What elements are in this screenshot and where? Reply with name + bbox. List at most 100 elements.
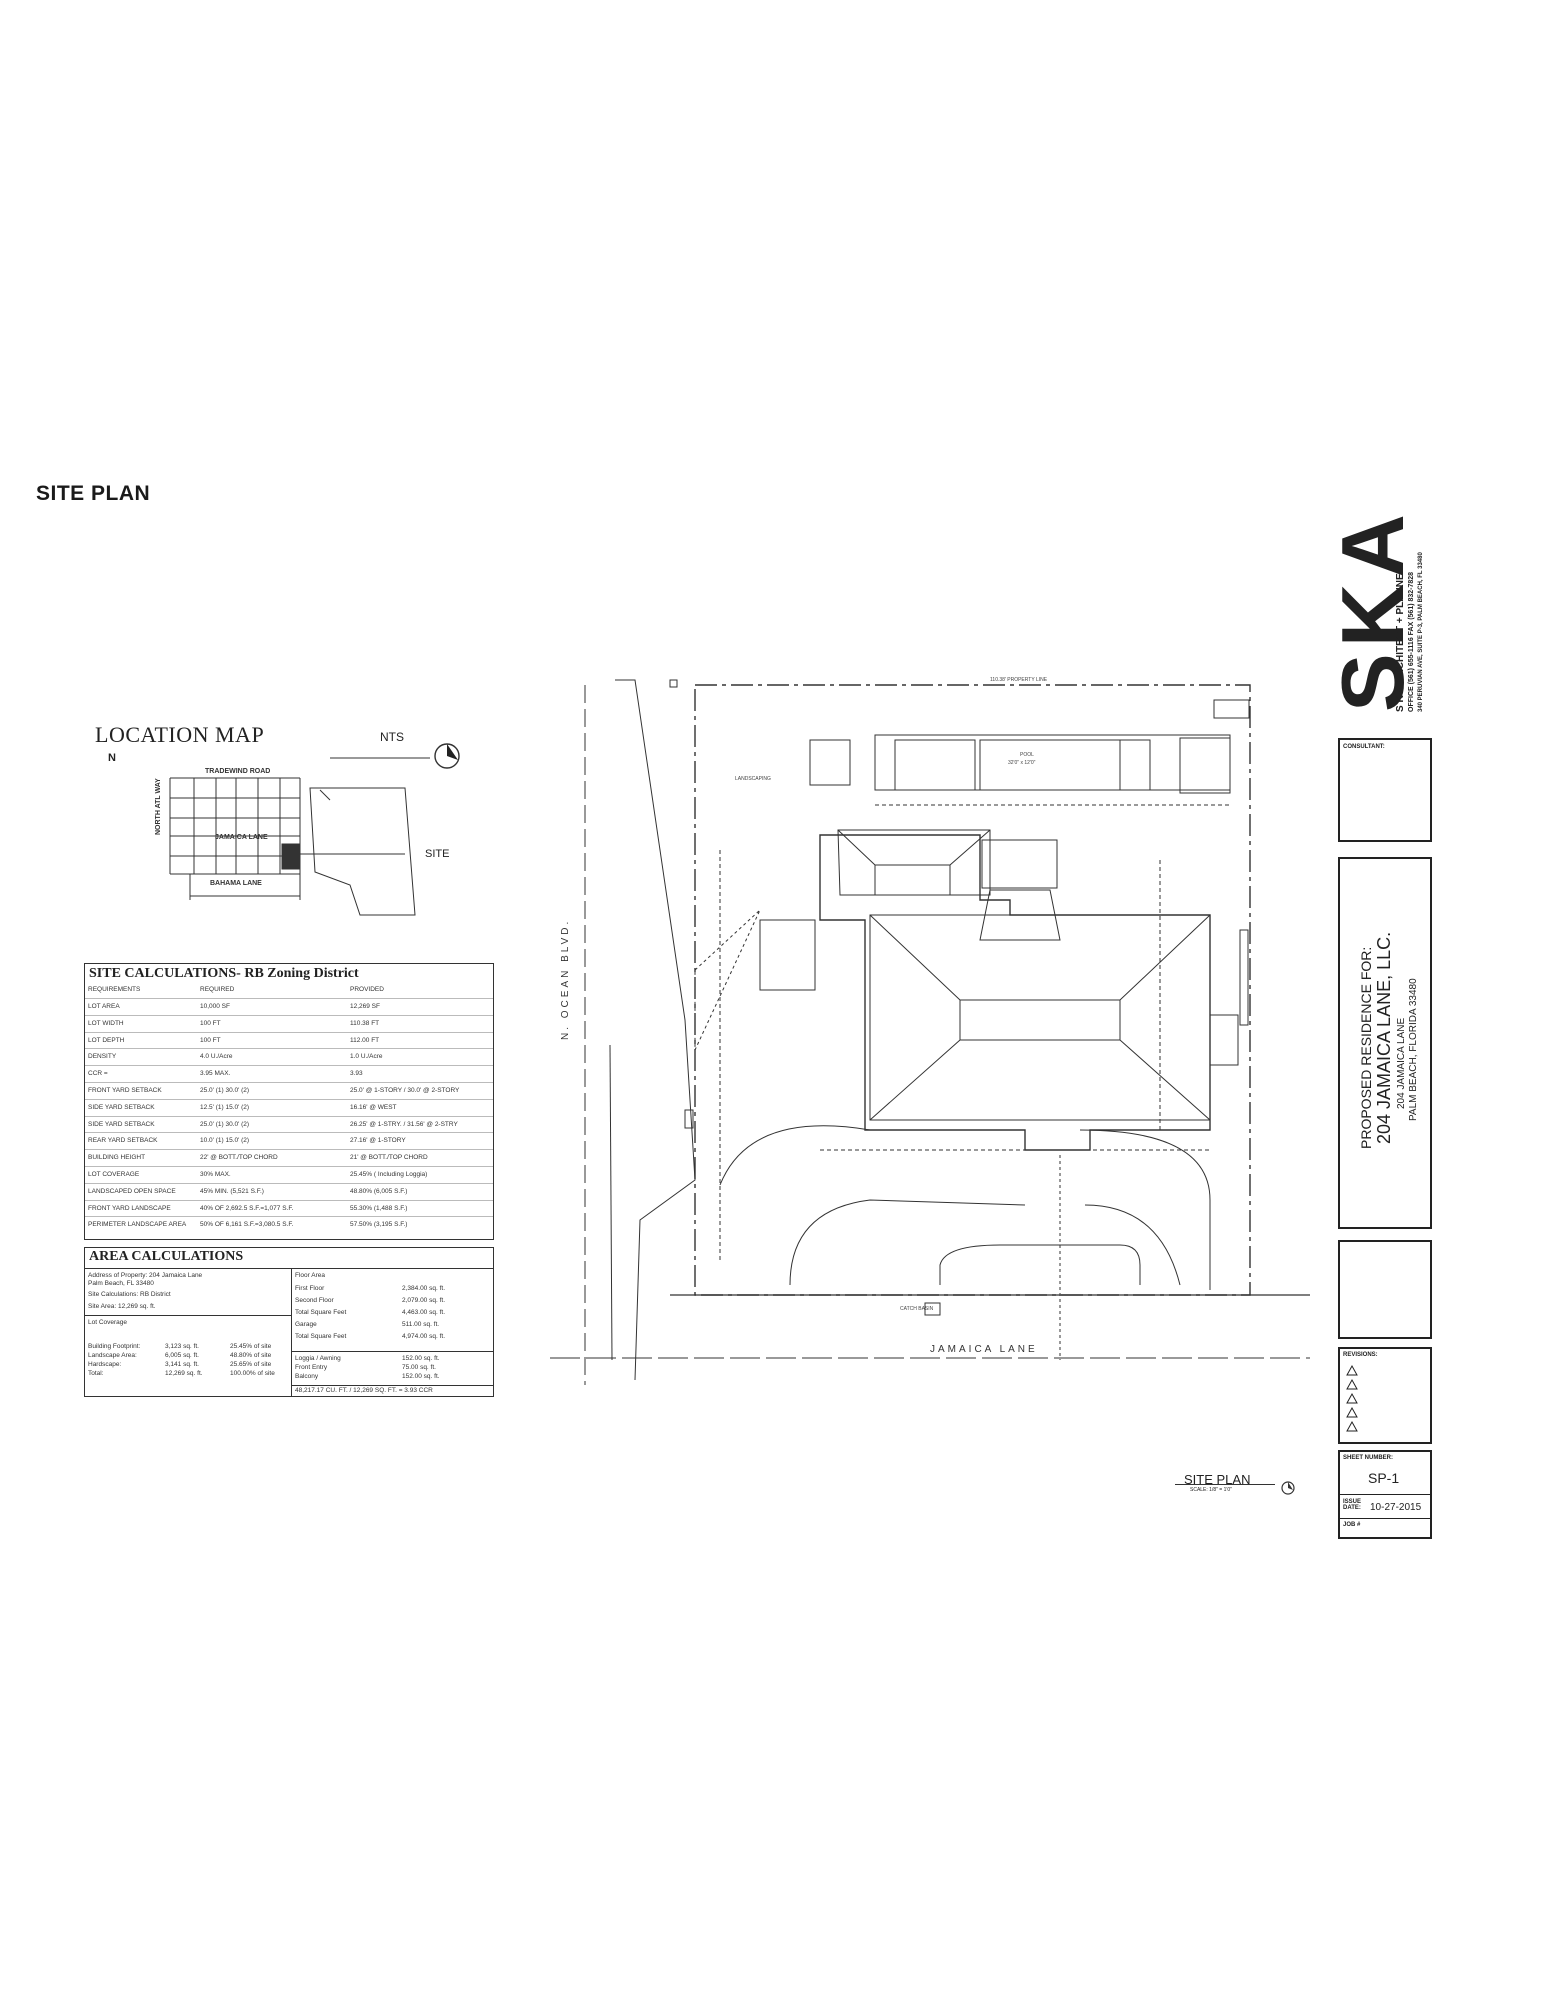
required-cell: 12.5' (1) 15.0' (2) [200,1103,250,1111]
floor-area-cell: 2,384.00 sq. ft. [402,1285,446,1292]
requirement-cell: LOT COVERAGE [88,1171,140,1178]
header-provided: PROVIDED [350,986,384,993]
coverage-cell: Landscape Area: [88,1352,137,1359]
site-plan-drawing: N. OCEAN BLVD. JAMAICA LANE POOL 32'0" x… [550,677,1310,1385]
requirement-cell: LANDSCAPED OPEN SPACE [88,1187,176,1195]
project-heading: PROPOSED RESIDENCE FOR: [1358,946,1374,1149]
loggia-cell: 152.00 sq. ft. [402,1355,440,1362]
project-name: 204 JAMAICA LANE, LLC. [1374,931,1394,1144]
header-requirements: REQUIREMENTS [88,986,141,993]
street-north-ocean: N. OCEAN BLVD. [560,919,571,1040]
property-line-label: 110.38' PROPERTY LINE [990,677,1048,683]
north-arrow-icon [330,743,460,769]
loggia-cell: Balcony [295,1373,319,1380]
site-calculations-table: SITE CALCULATIONS- RB Zoning District RE… [84,963,494,1240]
requirement-cell: FRONT YARD SETBACK [88,1087,162,1094]
requirement-cell: SIDE YARD SETBACK [88,1103,155,1111]
project-address1: 204 JAMAICA LANE [1396,1017,1407,1109]
provided-cell: 27.16' @ 1-STORY [350,1137,406,1145]
required-cell: 45% MIN. (5,521 S.F.) [200,1187,264,1195]
job-number-label: JOB # [1343,1522,1361,1528]
table-row: PERIMETER LANDSCAPE AREA 50% OF 6,161 S.F… [85,1216,493,1233]
location-map-diagram [169,777,416,916]
coverage-cell: 48.80% of site [230,1352,272,1359]
page-title: SITE PLAN [36,482,151,505]
provided-cell: 3.93 [350,1070,363,1078]
firm-address: 340 PERUVIAN AVE, SUITE P-3, PALM BEACH,… [1418,552,1424,712]
issue-date-label: ISSUE DATE: [1343,1499,1362,1511]
area-left-panel: Address of Property: 204 Jamaica Lane Pa… [85,1268,292,1397]
consultant-label: CONSULTANT: [1343,744,1385,750]
location-map-scale: NTS [380,730,404,744]
coverage-cell: 25.45% of site [230,1343,272,1350]
provided-cell: 48.80% (6,005 S.F.) [350,1187,408,1195]
area-calculations-table: AREA CALCULATIONS Address of Property: 2… [84,1247,494,1397]
site-area-line: Site Area: 12,269 sq. ft. [88,1303,156,1310]
header-required: REQUIRED [200,986,235,993]
requirement-cell: LOT WIDTH [88,1019,124,1027]
provided-cell: 25.45% ( Including Loggia) [350,1171,428,1178]
ccr-line: 48,217.17 CU. FT. / 12,269 SQ. FT. = 3.9… [295,1387,433,1394]
catch-basin-label: CATCH BASIN [900,1306,934,1312]
requirement-cell: REAR YARD SETBACK [88,1137,158,1145]
table-row: SIDE YARD SETBACK 12.5' (1) 15.0' (2) 16.1… [85,1098,493,1116]
floor-area-cell: 2,079.00 sq. ft. [402,1297,446,1304]
revisions-label: REVISIONS: [1343,1352,1378,1358]
floor-area-cell: 511.00 sq. ft. [402,1321,440,1328]
provided-cell: 1.0 U./Acre [350,1053,383,1061]
required-cell: 22' @ BOTT./TOP CHORD [200,1154,278,1162]
street-bahama: BAHAMA LANE [210,880,262,887]
requirement-cell: PERIMETER LANDSCAPE AREA [88,1221,187,1229]
table-row: CCR =3.95 MAX.3.93 [85,1065,493,1082]
required-cell: 100 FT [200,1036,221,1044]
loggia-cell: Loggia / Awning [295,1355,341,1362]
provided-cell: 26.25' @ 1-STRY. / 31.56' @ 2-STRY [350,1120,458,1128]
address-line2: Palm Beach, FL 33480 [88,1280,154,1287]
firm-name: S K A ARCHITECT + PLANNER [1395,566,1406,712]
loggia-cell: Front Entry [295,1364,328,1371]
drawing-title: SITE PLAN [1184,1472,1251,1487]
coverage-cell: 6,005 sq. ft. [165,1352,199,1359]
provided-cell: 16.16' @ WEST [350,1103,397,1111]
floor-area-cell: Garage [295,1321,317,1328]
table-row: LANDSCAPED OPEN SPACE 45% MIN. (5,521 S.F… [85,1182,493,1200]
provided-cell: 55.30% (1,488 S.F.) [350,1204,408,1212]
project-box: PROPOSED RESIDENCE FOR: 204 JAMAICA LANE… [1338,857,1432,1229]
consultant-box: CONSULTANT: [1338,738,1432,842]
coverage-cell: 100.00% of site [230,1370,275,1377]
coverage-cell: 3,123 sq. ft. [165,1343,199,1350]
revision-triangles-icon [1346,1364,1358,1432]
required-cell: 40% OF 2,692.5 S.F.=1,077 S.F. [200,1204,294,1212]
street-tradewind: TRADEWIND ROAD [205,768,271,775]
coverage-cell: Building Footprint: [88,1343,141,1350]
drawing-scale: SCALE: 1/8" = 1'0" [1190,1487,1232,1493]
street-jamaica: JAMAICA LANE [215,834,268,841]
requirement-cell: SIDE YARD SETBACK [88,1120,155,1128]
requirement-cell: LOT DEPTH [88,1036,125,1044]
required-cell: 3.95 MAX. [200,1070,231,1078]
issue-date: 10-27-2015 [1370,1502,1422,1513]
lot-coverage-heading: Lot Coverage [88,1319,128,1326]
site-label: SITE [425,848,450,860]
required-cell: 25.0' (1) 30.0' (2) [200,1120,250,1128]
required-cell: 4.0 U./Acre [200,1053,233,1061]
location-map-title: LOCATION MAP [95,722,265,747]
street-jamaica-lane: JAMAICA LANE [930,1344,1038,1355]
coverage-cell: 12,269 sq. ft. [165,1370,203,1377]
north-label: N [108,752,116,764]
floor-area-cell: 4,463.00 sq. ft. [402,1309,446,1316]
north-arrow-small-icon [1281,1481,1295,1495]
required-cell: 10,000 SF [200,1003,230,1010]
required-cell: 25.0' (1) 30.0' (2) [200,1087,250,1094]
coverage-cell: Hardscape: [88,1361,122,1368]
requirement-cell: FRONT YARD LANDSCAPE [88,1204,171,1212]
project-address2: PALM BEACH, FLORIDA 33480 [1408,978,1419,1121]
loggia-cell: 152.00 sq. ft. [402,1373,440,1380]
floor-area-cell: Total Square Feet [295,1333,347,1340]
required-cell: 50% OF 6,161 S.F.=3,080.5 S.F. [200,1221,294,1229]
